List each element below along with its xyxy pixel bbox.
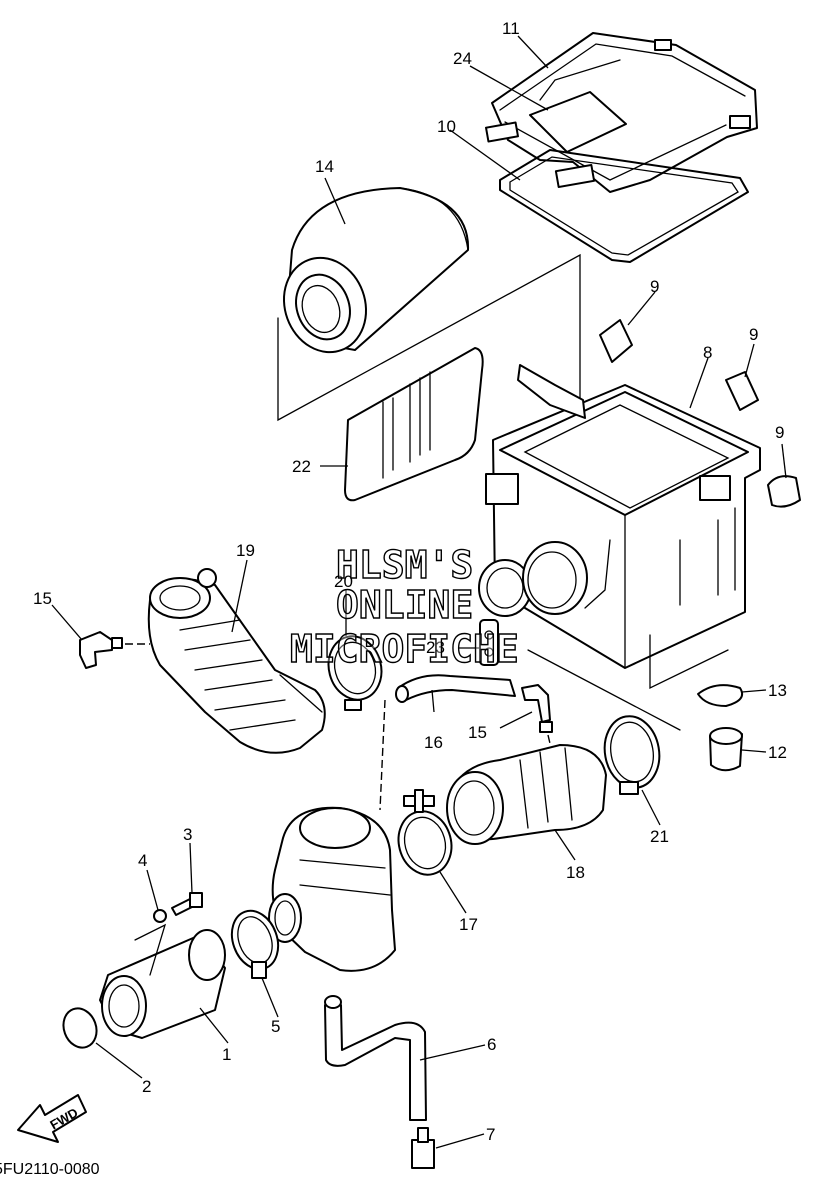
airbox-cover	[485, 32, 758, 193]
callout-16: 16	[424, 733, 443, 752]
watermark: HLSM'S ONLINE MICROFICHE	[289, 542, 519, 671]
clamp-screw	[479, 619, 499, 666]
callout-22: 22	[292, 457, 311, 476]
callout-13: 13	[768, 681, 787, 700]
callout-4: 4	[138, 851, 147, 870]
callout-9: 9	[775, 423, 784, 442]
washer	[153, 909, 167, 923]
callout-10: 10	[437, 117, 456, 136]
callout-15: 15	[468, 723, 487, 742]
intake-joint	[147, 568, 326, 754]
callout-5: 5	[271, 1017, 280, 1036]
callout-15: 15	[33, 589, 52, 608]
callout-18: 18	[566, 863, 585, 882]
callout-6: 6	[487, 1035, 496, 1054]
callout-17: 17	[459, 915, 478, 934]
callout-20: 20	[334, 572, 353, 591]
hose-clamp	[327, 635, 383, 711]
diagram-code: 5FU2110-0080	[0, 1161, 100, 1177]
gasket	[499, 149, 749, 263]
callout-21: 21	[650, 827, 669, 846]
callout-14: 14	[315, 157, 334, 176]
drain-clip	[697, 684, 744, 707]
clip	[767, 475, 801, 508]
hose-plug	[411, 1127, 435, 1169]
clip	[599, 319, 633, 363]
callout-23: 23	[426, 638, 445, 657]
watermark-line-2: ONLINE	[336, 583, 473, 627]
carburetor	[268, 806, 396, 972]
air-filter	[282, 187, 470, 354]
callout-7: 7	[486, 1125, 495, 1144]
drain-hose	[324, 1004, 427, 1121]
leader-lines	[51, 35, 787, 1149]
callout-1: 1	[222, 1045, 231, 1064]
callout-19: 19	[236, 541, 255, 560]
breather-hose	[397, 674, 516, 701]
hose-clamp	[230, 909, 280, 979]
callout-11: 11	[502, 19, 520, 38]
filter-plate	[344, 347, 484, 502]
cover-label	[529, 91, 627, 153]
callout-2: 2	[142, 1077, 151, 1096]
intake-adapter	[99, 929, 226, 1039]
airbox	[478, 364, 761, 669]
elbow-fitting	[521, 684, 553, 733]
hose-clamp	[397, 789, 453, 876]
callout-9: 9	[650, 277, 659, 296]
bolt	[171, 892, 203, 916]
o-ring	[62, 1007, 98, 1049]
carburetor-joint	[446, 744, 607, 845]
callout-9: 9	[749, 325, 758, 344]
clip	[725, 371, 759, 411]
drain-cap	[709, 727, 743, 772]
callout-24: 24	[453, 49, 472, 68]
hose-clamp	[603, 715, 661, 795]
watermark-line-1: HLSM'S	[336, 543, 473, 587]
forward-arrow: FWD	[17, 1094, 87, 1143]
callout-12: 12	[768, 743, 787, 762]
elbow-fitting	[79, 631, 123, 669]
callout-labels: 1 2 3 4 5 6 7 8 9 9 9 10 11 12 13 14 15 …	[33, 19, 787, 1144]
callout-8: 8	[703, 343, 712, 362]
callout-3: 3	[183, 825, 192, 844]
watermark-line-3: MICROFICHE	[290, 627, 519, 671]
